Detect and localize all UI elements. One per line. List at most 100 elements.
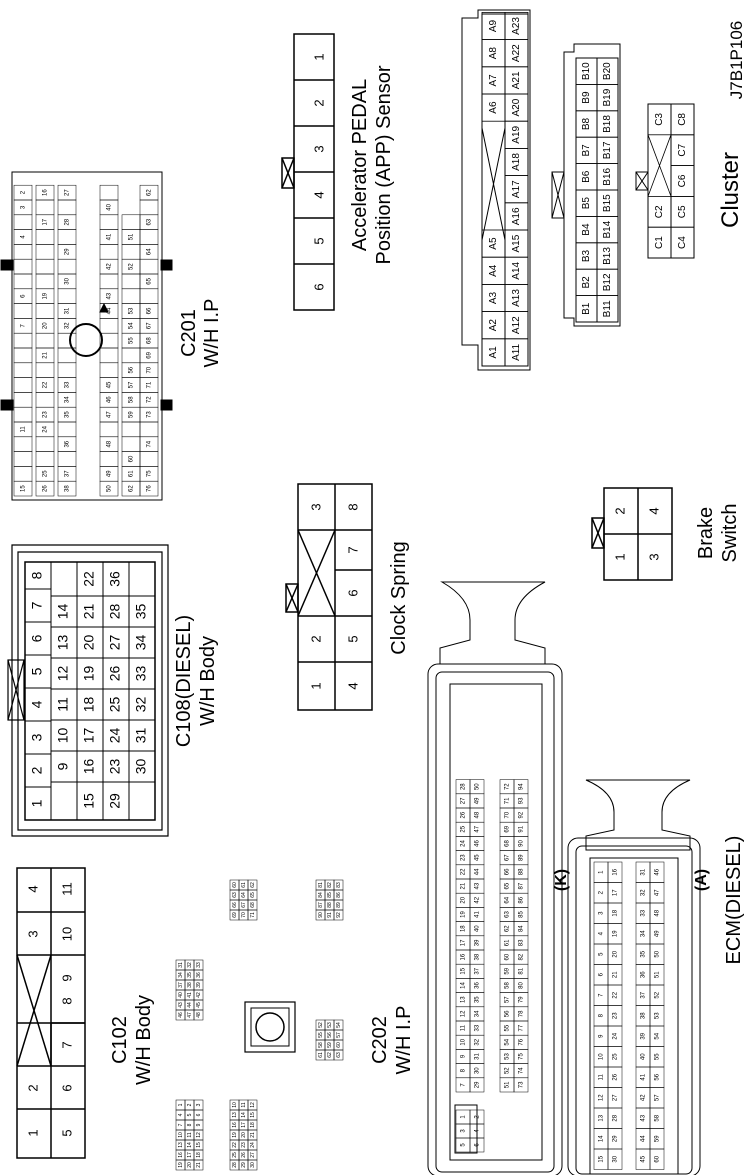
ecm-k-pin-label: 34	[475, 1010, 481, 1017]
c201-cavity	[139, 258, 159, 275]
c108-pin-label: 15	[81, 793, 97, 809]
ecm-a-pin-label: 5	[599, 952, 605, 956]
c202-pin-label: 65	[250, 892, 256, 898]
c202-pin-label: 32	[187, 962, 193, 968]
c202-pin-label: 39	[196, 982, 202, 988]
c201-pin-label: 64	[147, 248, 153, 255]
c201-pin-label: 71	[147, 381, 153, 388]
c202-pin-label: 52	[318, 1022, 324, 1028]
c201-pin-label: 55	[129, 337, 135, 344]
c201-pin-label: 3	[21, 205, 27, 209]
c201-cavity	[57, 258, 77, 275]
c201-cavity	[57, 332, 77, 349]
cluster-a-pin-label: A2	[488, 319, 499, 332]
ecm-a-pin-label: 39	[641, 1032, 647, 1039]
c201-pin-label: 19	[43, 292, 49, 299]
c202-pin-label: 15	[196, 1142, 202, 1148]
c201-pin-label: 70	[147, 366, 153, 373]
c202-pin-label: 58	[318, 1042, 324, 1048]
app-pin: 1	[311, 53, 326, 60]
ecm-k-pin-label: 59	[505, 967, 511, 974]
ecm-k-pin-label: 19	[461, 911, 467, 918]
c202-pin-label: 16	[178, 1152, 184, 1158]
c202-pin-label: 85	[327, 892, 333, 898]
c108-cavity-grid: 1234567891011121314151617181920212229232…	[24, 561, 156, 821]
c202-pin-label: 89	[336, 902, 342, 908]
ecm-k-pin-label: 94	[519, 783, 525, 790]
ecm-k-pin-label: 12	[461, 1010, 467, 1017]
ecm-k-pin-label: 54	[505, 1038, 511, 1045]
cluster-a-pin-label: A19	[511, 125, 522, 143]
c202-cavity	[333, 1049, 344, 1061]
c201-pin-label: 35	[65, 411, 71, 418]
ecm-k-pin-label: 32	[475, 1038, 481, 1045]
ecm-k-pin-label: 85	[519, 911, 525, 918]
clock-spring-pin: 7	[345, 546, 360, 553]
ecm-k-pin-label: 39	[475, 939, 481, 946]
ecm-a-pin-label: 33	[641, 909, 647, 916]
c201-desc: W/H I.P	[201, 299, 223, 368]
c108-pin-label: 2	[29, 766, 45, 774]
c201-cavity	[99, 362, 119, 378]
c108-cavity	[128, 781, 156, 821]
ecm-k-pin-label: 5	[461, 1143, 467, 1147]
c102-pin: 4	[25, 885, 40, 892]
ecm-k-pin-label: 81	[519, 967, 525, 974]
c201-cavity	[13, 303, 33, 319]
app-pin: 4	[311, 191, 326, 198]
c201-cavity	[99, 318, 119, 334]
c108-cavity	[128, 561, 156, 597]
ecm-a-pin-label: 58	[655, 1114, 661, 1121]
cluster-a-pin-label: A7	[488, 74, 499, 87]
ecm-a-pin-label: 48	[655, 909, 661, 916]
c201-cavity	[121, 421, 141, 438]
c201-pin-label: 61	[129, 470, 135, 477]
ecm-k-pin-label: 33	[475, 1024, 481, 1031]
c201-cavity	[139, 421, 159, 438]
c201-cavity	[99, 451, 119, 467]
ecm-k-pin-label: 68	[505, 840, 511, 847]
c108-desc: W/H Body	[197, 636, 219, 726]
ecm-k-cavity	[513, 779, 529, 795]
ecm-a-pin-label: 16	[613, 868, 619, 875]
ecm-a-pin-label: 36	[641, 971, 647, 978]
c202-pin-label: 82	[327, 882, 333, 888]
figure-code: J7B1P106	[727, 21, 746, 99]
c202-pin-label: 1	[178, 1103, 184, 1106]
c201-pin-label: 74	[147, 440, 153, 447]
cluster-b-pin-label: B10	[581, 62, 592, 80]
c201-pin-label: 54	[129, 322, 135, 329]
c201-pin-label: 73	[147, 411, 153, 418]
cluster-a-pin-label: A9	[488, 19, 499, 32]
ecm-a-pin-label: 4	[599, 931, 605, 935]
ecm-k-connector	[427, 581, 563, 1175]
cluster-a-pin-label: A18	[511, 153, 522, 171]
ecm-a-pin-label: 60	[655, 1155, 661, 1162]
c201-cavity	[35, 199, 55, 216]
ecm-k-pin-label: 16	[461, 953, 467, 960]
c202-pin-label: 29	[241, 1162, 247, 1168]
cluster-c-pin-label: C2	[654, 205, 665, 218]
ecm-title: ECM(DIESEL)	[723, 836, 745, 965]
c108-pin-label: 5	[29, 667, 45, 675]
c201-cavity	[13, 273, 33, 290]
cluster-a-pin-label: A23	[511, 17, 522, 35]
ecm-k-pin-label: 27	[461, 797, 467, 804]
cluster-a-pin-label: A4	[488, 264, 499, 277]
ecm-k-pin-label: 13	[461, 996, 467, 1003]
cluster-b-cavity	[596, 57, 619, 85]
c201-pin-label: 46	[107, 396, 113, 403]
c202-pin-label: 62	[327, 1052, 333, 1058]
c201-cavity	[57, 421, 77, 438]
ecm-k-pin-label: 18	[461, 925, 467, 932]
cluster-c-pin-label: C3	[654, 113, 665, 126]
ecm-k-pin-label: 9	[461, 1054, 467, 1058]
ecm-k-cavity-grid: 7891011121314151617181920212223242526272…	[455, 779, 529, 1153]
app-pin: 6	[311, 283, 326, 290]
ecm-a-pin-label: 18	[613, 909, 619, 916]
ecm-k-pin-label: 66	[505, 868, 511, 875]
cluster-c-pin-label: C7	[677, 143, 688, 156]
c108-pin-label: 20	[81, 635, 97, 651]
ecm-a-cavity	[607, 1148, 623, 1170]
